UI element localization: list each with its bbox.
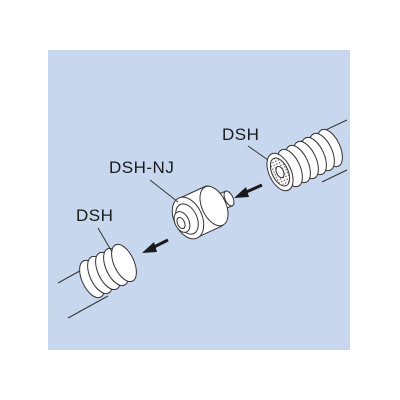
label-hose-right: DSH [222, 125, 260, 144]
leader-right [247, 145, 269, 161]
nipple-joint [171, 185, 235, 240]
hose-left [57, 243, 137, 319]
hose-right [266, 119, 348, 192]
leader-joint [149, 179, 179, 203]
label-hose-left: DSH [76, 206, 114, 225]
leader-left [97, 227, 113, 253]
label-nipple-joint: DSH-NJ [109, 158, 175, 177]
arrow-left [142, 238, 169, 253]
arrow-right [234, 183, 263, 198]
